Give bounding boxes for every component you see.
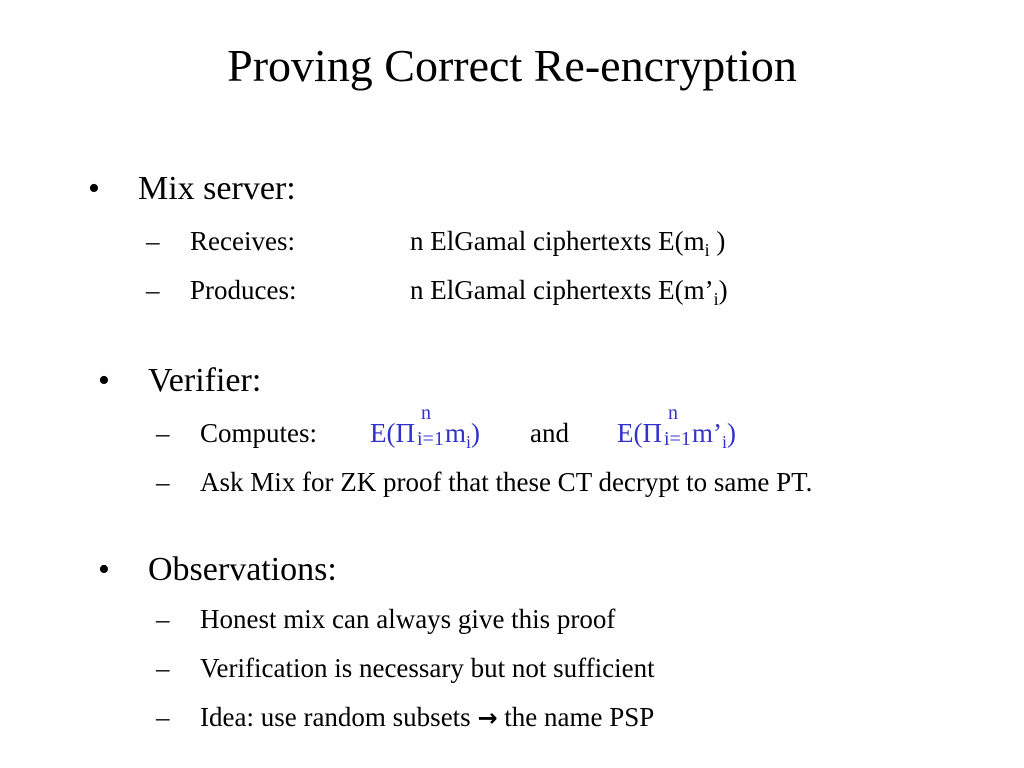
observation-item: – Verification is necessary but not suff… bbox=[98, 644, 998, 693]
observation-item: – Idea: use random subsets → the name PS… bbox=[98, 693, 998, 742]
observations-label: Observations: bbox=[148, 551, 337, 588]
right-arrow-icon: → bbox=[477, 704, 498, 732]
mix-server-label: Mix server: bbox=[138, 170, 296, 207]
observations-section: • Observations: – Honest mix can always … bbox=[98, 546, 998, 742]
produces-item: – Produces: n ElGamal ciphertexts E(m’i) bbox=[88, 266, 988, 315]
bullet-icon: • bbox=[88, 170, 100, 207]
ask-proof-item: – Ask Mix for ZK proof that these CT dec… bbox=[98, 458, 998, 507]
computes-label: Computes: bbox=[200, 418, 318, 448]
bullet-icon: • bbox=[98, 362, 110, 399]
dash-icon: – bbox=[156, 418, 170, 448]
mix-server-bullet: • Mix server: bbox=[88, 165, 988, 213]
slide-title: Proving Correct Re-encryption bbox=[227, 40, 797, 91]
dash-icon: – bbox=[156, 467, 170, 497]
produces-label: Produces: bbox=[190, 275, 297, 305]
dash-icon: – bbox=[156, 702, 170, 732]
dash-icon: – bbox=[156, 604, 170, 634]
verifier-bullet: • Verifier: bbox=[98, 357, 998, 405]
bullet-icon: • bbox=[98, 551, 110, 588]
observation-item: – Honest mix can always give this proof bbox=[98, 595, 998, 644]
verifier-label: Verifier: bbox=[148, 362, 262, 399]
and-text: and bbox=[530, 418, 569, 448]
observation-text: Verification is necessary but not suffic… bbox=[200, 653, 655, 683]
mix-server-section: • Mix server: – Receives: n ElGamal ciph… bbox=[88, 165, 988, 315]
ask-proof-text: Ask Mix for ZK proof that these CT decry… bbox=[200, 467, 813, 497]
dash-icon: – bbox=[156, 653, 170, 683]
produces-value: n ElGamal ciphertexts E(m’i) bbox=[410, 275, 728, 309]
observation-text: Honest mix can always give this proof bbox=[200, 604, 616, 634]
receives-label: Receives: bbox=[190, 226, 295, 256]
dash-icon: – bbox=[146, 226, 160, 256]
idea-text: Idea: use random subsets → the name PSP bbox=[200, 702, 655, 732]
dash-icon: – bbox=[146, 275, 160, 305]
receives-value: n ElGamal ciphertexts E(mi ) bbox=[410, 226, 726, 260]
receives-item: – Receives: n ElGamal ciphertexts E(mi ) bbox=[88, 217, 988, 266]
observations-bullet: • Observations: bbox=[98, 546, 998, 594]
